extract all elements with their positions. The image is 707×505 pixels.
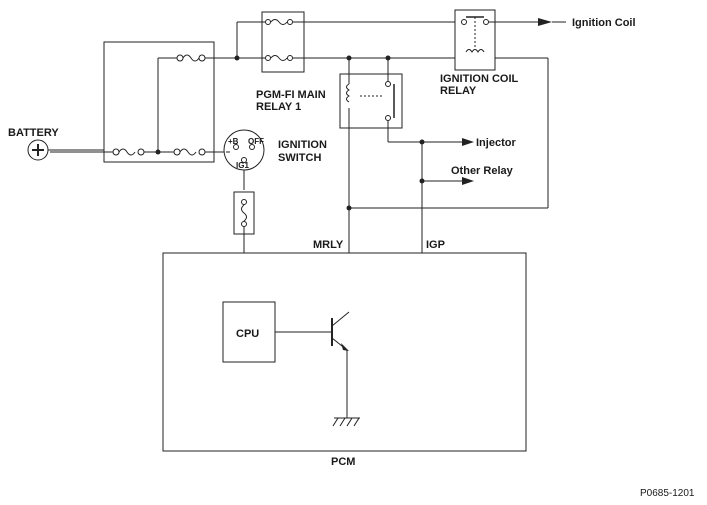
other-relay-arrow: [462, 177, 474, 185]
ignition-coil-arrow: [538, 18, 552, 26]
figure-ref: P0685-1201: [640, 488, 695, 499]
ignition-coil-relay: [454, 9, 538, 71]
battery-label: BATTERY: [8, 127, 59, 139]
cpu-label: CPU: [236, 328, 259, 340]
pcm-box: [162, 252, 527, 452]
fuse-main-3: [173, 148, 230, 156]
fuse-main-1: [157, 54, 237, 152]
switch-b-label: +B: [228, 137, 239, 146]
switch-off-label: OFF: [248, 137, 264, 146]
mrly-label: MRLY: [313, 239, 344, 251]
ignition-coil-label: Ignition Coil: [572, 17, 636, 29]
pgmfi-label-1: PGM-FI MAIN: [256, 89, 326, 101]
fuse-box: [103, 41, 215, 163]
pcm-label: PCM: [331, 456, 355, 468]
fuse-box-top: [236, 11, 305, 73]
injector-label: Injector: [476, 137, 516, 149]
ignition-switch-label-2: SWITCH: [278, 152, 321, 164]
pgmfi-main-relay: [339, 58, 403, 129]
ignition-switch-label-1: IGNITION: [278, 139, 327, 151]
pgmfi-label-2: RELAY 1: [256, 101, 301, 113]
transistor: [331, 311, 350, 418]
coil-relay-label-2: RELAY: [440, 85, 477, 97]
battery-symbol: [27, 139, 104, 161]
coil-relay-label-1: IGNITION COIL: [440, 73, 519, 85]
switch-ig1-label: IG1: [236, 161, 249, 170]
other-relay-label: Other Relay: [451, 165, 514, 177]
igp-label: IGP: [426, 239, 445, 251]
cpu-box: [222, 301, 276, 363]
ground-symbol: [332, 417, 360, 427]
injector-arrow: [462, 138, 474, 146]
ignition-switch: [223, 129, 265, 190]
